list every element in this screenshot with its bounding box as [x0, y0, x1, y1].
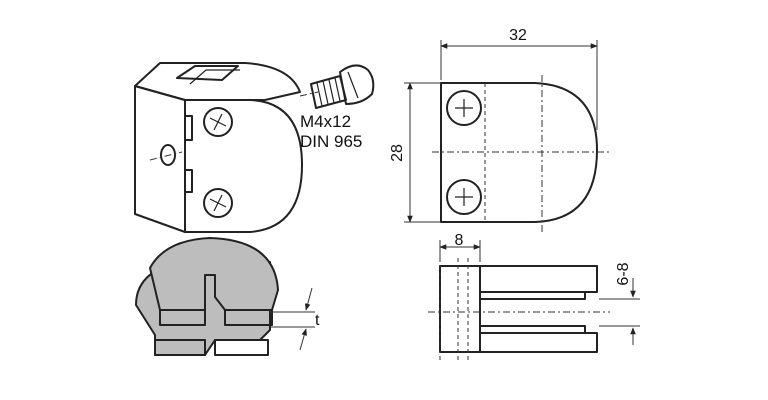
- screw-head-icon: [203, 107, 233, 137]
- clamp-isometric-view: [134, 62, 303, 233]
- clamp-front-view: [404, 40, 612, 232]
- screw-head-icon: [203, 188, 233, 218]
- screw-head-icon: [446, 179, 482, 215]
- screw-head-icon: [446, 90, 482, 126]
- width-dimension-label: 32: [509, 27, 527, 44]
- screw-size-label: M4x12: [300, 112, 351, 131]
- rubber-pads-view: [135, 237, 315, 356]
- height-dimension-label: 28: [389, 144, 406, 162]
- clamp-side-view: [428, 240, 640, 360]
- screw-icon: [299, 64, 375, 109]
- depth-dimension-label: 8: [455, 232, 464, 249]
- screw-standard-label: DIN 965: [300, 132, 362, 151]
- thickness-label: t: [315, 312, 320, 329]
- gap-dimension-label: 6-8: [615, 262, 632, 285]
